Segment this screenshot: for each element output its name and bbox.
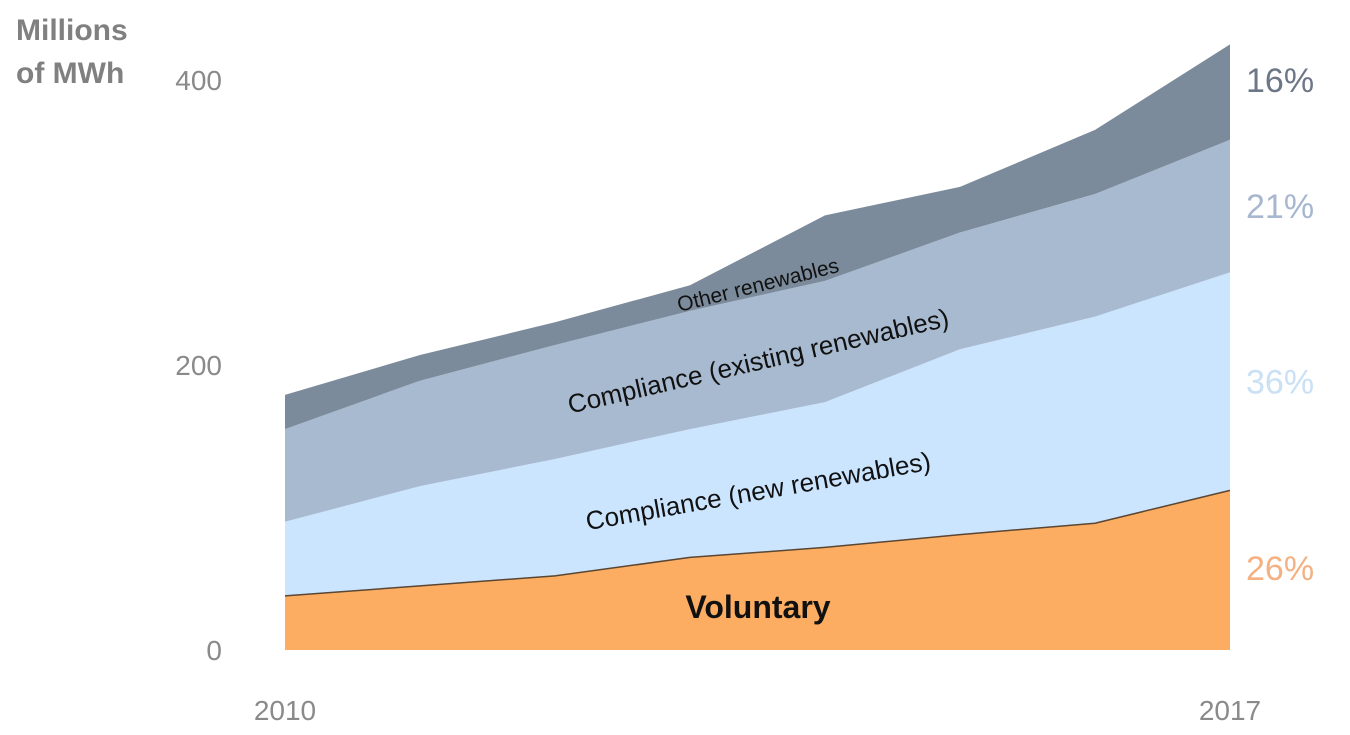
area-voluntary bbox=[285, 490, 1230, 650]
share-labels: 26% 36% 21% 16% bbox=[1246, 62, 1314, 588]
x-tick-label: 2017 bbox=[1199, 695, 1261, 726]
y-tick-label: 400 bbox=[175, 65, 222, 96]
series-lines bbox=[284, 489, 1231, 597]
y-axis-title-line-2: of MWh bbox=[16, 57, 124, 90]
share-label: 36% bbox=[1246, 363, 1314, 401]
x-tick-label: 2010 bbox=[254, 695, 316, 726]
series-label-voluntary: Voluntary bbox=[685, 589, 830, 625]
y-tick-label: 200 bbox=[175, 350, 222, 381]
share-label: 21% bbox=[1246, 188, 1314, 226]
y-tick-label: 0 bbox=[206, 635, 222, 666]
series-areas bbox=[285, 44, 1230, 650]
share-label: 26% bbox=[1246, 550, 1314, 588]
y-tick-labels: 0 200 400 bbox=[175, 65, 222, 666]
y-axis-title-line-1: Millions bbox=[16, 14, 128, 47]
share-label: 16% bbox=[1246, 62, 1314, 100]
area-compliance-existing-renewables bbox=[285, 139, 1230, 522]
voluntary-top-line bbox=[284, 489, 1231, 597]
area-compliance-new-renewables bbox=[285, 272, 1230, 596]
x-tick-labels: 2010 2017 bbox=[254, 695, 1261, 726]
area-other-renewables bbox=[285, 44, 1230, 430]
